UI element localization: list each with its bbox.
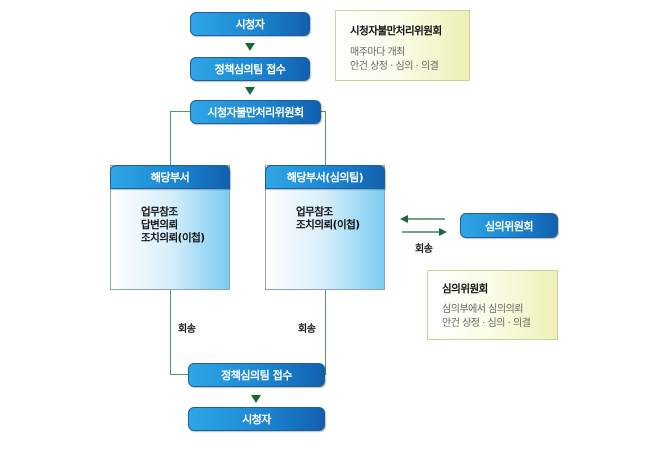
dept-left-item: 조치의뢰(이첩)	[141, 232, 205, 244]
viewer-box-bottom: 시청자	[188, 407, 325, 431]
committee-info-line: 안건 상정 · 심의 · 의결	[350, 61, 439, 72]
dept-right-item: 업무참조	[296, 206, 333, 218]
policy-receipt-box-top: 정책심의팀 접수	[190, 57, 310, 81]
connector-left-return-h	[170, 374, 189, 375]
dept-left-item: 답변의뢰	[141, 219, 178, 231]
connector-committee-left-h	[170, 111, 190, 112]
connector-committee-right-v	[325, 111, 326, 166]
committee-info-title: 시청자불만처리위원회	[350, 25, 442, 37]
review-info-line: 심의부에서 심의의뢰	[442, 304, 523, 315]
connector-left-return-v	[170, 290, 171, 375]
dept-right-items: 업무참조 조치의뢰(이첩)	[296, 206, 360, 232]
return-left-label: 회송	[178, 324, 196, 335]
connector-committee-left-v	[170, 111, 171, 166]
committee-box: 시청자불만처리위원회	[190, 100, 321, 124]
exchange-arrows-icon	[400, 215, 447, 236]
policy-receipt-box-bottom: 정책심의팀 접수	[188, 363, 325, 387]
return-right-label: 회송	[298, 324, 316, 335]
review-info-line: 안건 상정 · 심의 · 의결	[442, 318, 531, 329]
arrow-right-head	[439, 228, 447, 236]
connector-committee-right-h	[320, 111, 326, 112]
review-info-box: 심의위원회 심의부에서 심의의뢰 안건 상정 · 심의 · 의결	[427, 270, 558, 340]
dept-right-box: 해당부서(심의팀) 업무참조 조치의뢰(이첩)	[265, 165, 385, 290]
dept-left-items: 업무참조 답변의뢰 조치의뢰(이첩)	[141, 206, 205, 245]
committee-info-box: 시청자불만처리위원회 매주마다 개최 안건 상정 · 심의 · 의결	[335, 10, 470, 81]
viewer-box-top: 시청자	[190, 12, 310, 36]
review-return-label: 회송	[415, 244, 433, 255]
dept-left-box: 해당부서 업무참조 답변의뢰 조치의뢰(이첩)	[110, 165, 230, 290]
review-info-title: 심의위원회	[442, 283, 488, 295]
arrow-down-icon	[245, 87, 255, 95]
connector-right-return-v	[325, 290, 326, 375]
arrow-left-head	[400, 215, 408, 223]
dept-left-item: 업무참조	[141, 206, 178, 218]
dept-right-item: 조치의뢰(이첩)	[296, 219, 360, 231]
review-committee-box: 심의위원회	[460, 213, 558, 238]
dept-left-title: 해당부서	[110, 165, 230, 189]
arrow-down-icon	[245, 43, 255, 51]
connector-right-return-h	[324, 374, 326, 375]
committee-info-line: 매주마다 개최	[350, 47, 405, 58]
dept-right-title: 해당부서(심의팀)	[265, 165, 385, 189]
arrow-down-icon	[251, 395, 261, 403]
